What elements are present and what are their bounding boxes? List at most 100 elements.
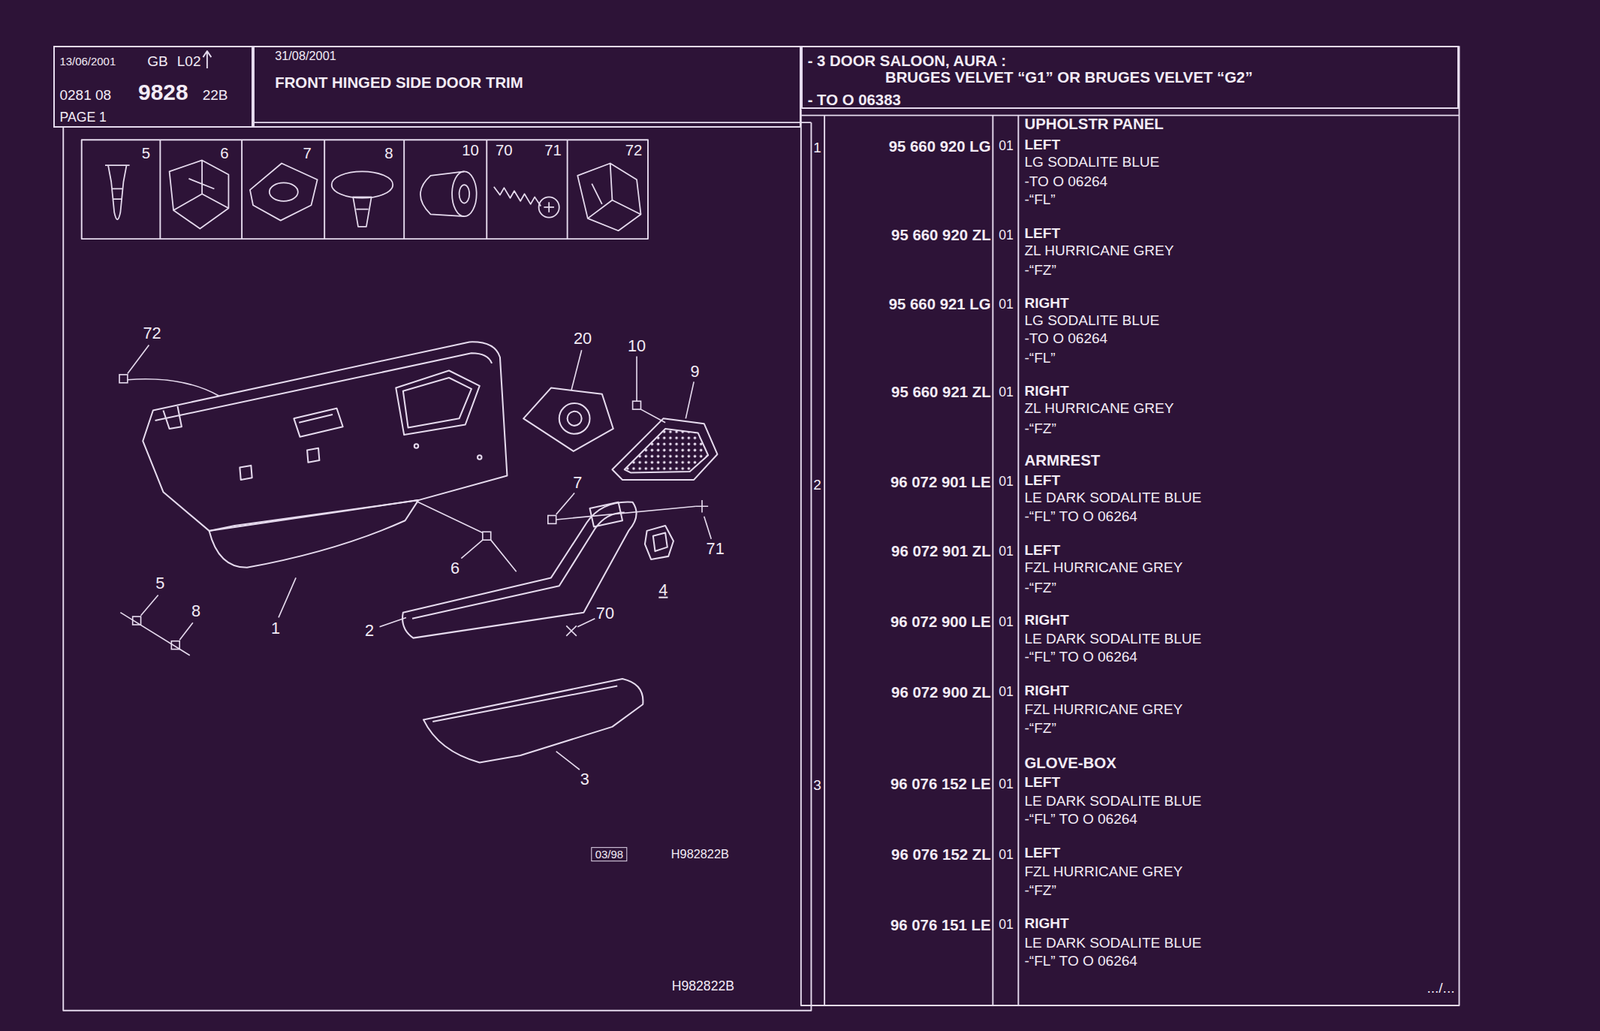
speaker-housing bbox=[523, 388, 614, 452]
colour-description: LG SODALITE BLUE bbox=[1024, 154, 1160, 170]
leader-line bbox=[278, 577, 296, 618]
side-label: RIGHT bbox=[1024, 916, 1069, 932]
variant-code: 01 bbox=[998, 684, 1014, 700]
marker-square bbox=[632, 400, 642, 410]
fastener-icons bbox=[105, 159, 642, 231]
drawing-reference: H982822B bbox=[671, 979, 735, 994]
leader-line bbox=[141, 595, 159, 616]
application-note: -“FL” bbox=[1024, 192, 1055, 208]
header-text: 9828 bbox=[138, 80, 188, 104]
clip-part bbox=[644, 525, 674, 560]
glove-box bbox=[423, 678, 643, 763]
marker-square bbox=[171, 641, 180, 650]
colour-description: LE DARK SODALITE BLUE bbox=[1024, 935, 1202, 951]
application-note: -“FZ” bbox=[1024, 262, 1056, 278]
part-heading: GLOVE-BOX bbox=[1024, 755, 1116, 772]
leader-line bbox=[577, 618, 595, 627]
side-label: RIGHT bbox=[1024, 612, 1069, 628]
header-index-box: 13/06/2001GBL020281 08982822BPAGE 1 bbox=[53, 45, 254, 128]
application-note: -“FZ” bbox=[1024, 882, 1056, 898]
continuation-mark: .../... bbox=[1426, 980, 1455, 996]
callout-number: 7 bbox=[302, 146, 311, 163]
callout-number: 8 bbox=[384, 146, 393, 163]
leader-line bbox=[415, 500, 516, 572]
part-number: 96 072 900 LE bbox=[890, 614, 992, 630]
colour-description: ZL HURRICANE GREY bbox=[1024, 400, 1174, 416]
table-index: 2 bbox=[813, 477, 822, 493]
application-box: - 3 DOOR SALOON, AURA :BRUGES VELVET “G1… bbox=[801, 45, 1460, 109]
leader-lines bbox=[119, 344, 712, 770]
part-number: 96 076 152 LE bbox=[890, 776, 992, 793]
part-number: 95 660 921 ZL bbox=[891, 385, 992, 401]
callout-number: 3 bbox=[580, 771, 590, 789]
mushroom-clip-stem bbox=[352, 196, 371, 226]
colour-description: LG SODALITE BLUE bbox=[1024, 313, 1160, 329]
callout-number: 71 bbox=[706, 540, 725, 558]
variant-code: 01 bbox=[998, 138, 1014, 154]
side-label: LEFT bbox=[1024, 225, 1061, 242]
application-note: -TO O 06264 bbox=[1024, 331, 1108, 347]
colour-description: FZL HURRICANE GREY bbox=[1024, 702, 1183, 718]
part-number: 96 072 901 ZL bbox=[891, 544, 992, 561]
part-number: 95 660 920 LG bbox=[888, 138, 992, 155]
part-number: 95 660 921 LG bbox=[888, 297, 992, 314]
leader-line bbox=[127, 379, 220, 397]
part-number: 95 660 920 ZL bbox=[891, 227, 992, 244]
frame-lines bbox=[63, 45, 1459, 1011]
leader-line bbox=[127, 344, 150, 374]
part-number: 96 076 151 LE bbox=[890, 917, 992, 934]
clip-block-icon bbox=[169, 159, 230, 229]
panel-tab bbox=[162, 406, 181, 429]
leader-line bbox=[685, 381, 694, 419]
callout-number: 71 bbox=[544, 142, 562, 159]
table-index: 3 bbox=[813, 777, 822, 793]
grille-mesh bbox=[624, 428, 709, 473]
colour-description: LE DARK SODALITE BLUE bbox=[1024, 631, 1202, 647]
part-heading: ARMREST bbox=[1024, 453, 1100, 470]
variant-code: 01 bbox=[998, 297, 1014, 312]
retainer-icon bbox=[250, 163, 318, 221]
screw-symbol bbox=[696, 500, 709, 513]
callout-number: 6 bbox=[450, 560, 460, 578]
leader-line bbox=[635, 355, 638, 401]
colour-description: LE DARK SODALITE BLUE bbox=[1024, 490, 1202, 506]
door-trim-illustration bbox=[142, 341, 718, 763]
side-label: LEFT bbox=[1024, 542, 1061, 558]
title-box: 31/08/2001FRONT HINGED SIDE DOOR TRIM bbox=[253, 45, 802, 128]
speaker-recess bbox=[395, 370, 480, 435]
leader-line bbox=[640, 409, 666, 423]
callout-number: 1 bbox=[271, 620, 281, 638]
leader-line bbox=[120, 612, 190, 656]
speaker-grille bbox=[611, 418, 718, 480]
header-text: GB bbox=[147, 54, 168, 70]
variant-code: 01 bbox=[998, 544, 1014, 559]
callout-number: 5 bbox=[155, 575, 165, 593]
panel-top-strip bbox=[155, 352, 492, 421]
leader-line bbox=[179, 622, 193, 640]
application-note: -“FL” TO O 06264 bbox=[1024, 509, 1137, 525]
side-label: RIGHT bbox=[1024, 383, 1069, 399]
revision-arrow bbox=[202, 51, 211, 69]
header-text: - 3 DOOR SALOON, AURA : bbox=[807, 53, 1007, 70]
application-note: -“FL” TO O 06264 bbox=[1024, 953, 1137, 969]
callout-number: 6 bbox=[219, 146, 229, 163]
variant-code: 01 bbox=[998, 474, 1014, 489]
part-number: 96 076 152 ZL bbox=[891, 846, 992, 863]
header-text: L02 bbox=[177, 54, 202, 70]
colour-description: LE DARK SODALITE BLUE bbox=[1024, 793, 1202, 809]
side-label: RIGHT bbox=[1024, 683, 1069, 699]
application-note: -“FZ” bbox=[1024, 580, 1056, 596]
table-index: 1 bbox=[813, 140, 822, 156]
side-label: LEFT bbox=[1024, 137, 1061, 153]
screw-symbol bbox=[566, 625, 577, 636]
leader-line bbox=[461, 539, 483, 558]
application-note: -“FL” TO O 06264 bbox=[1024, 649, 1137, 665]
header-text: 0281 08 bbox=[59, 87, 112, 103]
header-text: PAGE 1 bbox=[59, 109, 106, 124]
callout-number: 8 bbox=[191, 602, 201, 621]
hole bbox=[414, 443, 419, 448]
speaker-centre bbox=[567, 411, 582, 426]
leader-line bbox=[379, 617, 407, 627]
